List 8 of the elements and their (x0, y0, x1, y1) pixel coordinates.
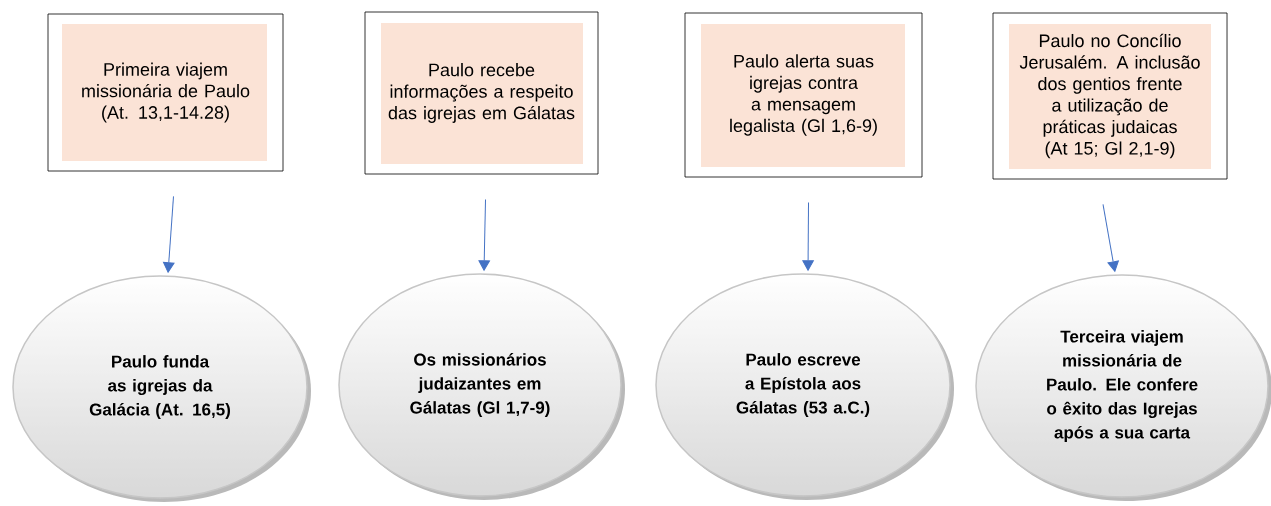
arrow (163, 195, 175, 273)
text-box: Paulo recebe informações a respeito das igrejas em Gálatas (364, 11, 599, 175)
text-box: Paulo alerta suas igrejas contra a mensagem legalista (Gl 1,6-9) (684, 12, 923, 178)
arrow (802, 201, 814, 271)
arrow (478, 198, 490, 271)
arrow (1102, 203, 1119, 272)
text-box: Paulo no Concílio Jerusalém. A inclusão dos gentios frente a utilização de práticas judaicas (At 15; Gl 2,1-9) (992, 12, 1228, 180)
text-box: Primeira viajem missionária de Paulo (At. 13,1-14.28) (47, 13, 284, 172)
